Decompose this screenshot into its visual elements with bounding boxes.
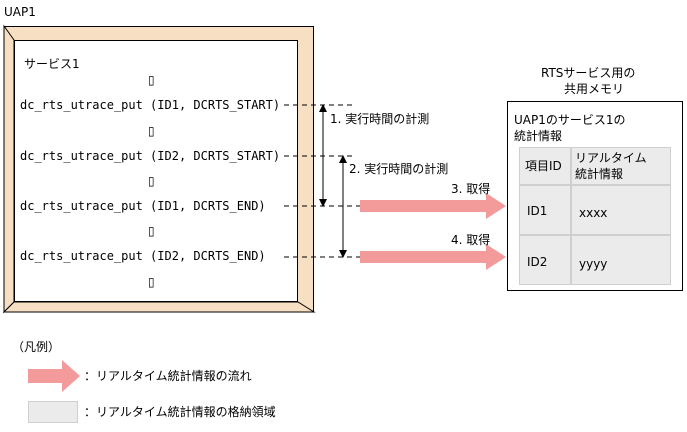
placeholder-glyph: ▯ (148, 224, 155, 238)
legend-arrow-icon (28, 360, 80, 392)
row-id: ID2 (527, 255, 548, 269)
header-cell-item (519, 147, 571, 185)
call-2: dc_rts_utrace_put (ID2, DCRTS_START) (20, 149, 281, 163)
memory-title-line2: 統計情報 (514, 129, 563, 143)
step-4-label: 4. 取得 (451, 233, 491, 247)
placeholder-glyph: ▯ (148, 124, 155, 138)
legend-title: （凡例） (12, 340, 61, 354)
row-value: xxxx (579, 206, 608, 220)
legend-box-swatch (28, 401, 78, 423)
memory-caption-line1: RTSサービス用の (541, 66, 636, 80)
step-1-label: 1. 実行時間の計測 (330, 112, 430, 126)
cell-value2 (571, 235, 671, 285)
memory-title-line1: UAP1のサービス1の (514, 113, 626, 127)
placeholder-glyph: ▯ (148, 73, 155, 87)
memory-caption-line2: 共用メモリ (564, 82, 625, 96)
step-2-label: 2. 実行時間の計測 (349, 162, 449, 176)
call-3: dc_rts_utrace_put (ID1, DCRTS_END) (20, 199, 266, 213)
column-header-realtime-line2: 統計情報 (575, 167, 624, 181)
uap-label: UAP1 (4, 5, 36, 19)
row-id: ID1 (527, 204, 548, 218)
call-1: dc_rts_utrace_put (ID1, DCRTS_START) (20, 98, 281, 112)
service-title: サービス1 (24, 57, 80, 71)
header-cell-realtime (571, 147, 671, 185)
flow-arrow-4 (360, 244, 506, 270)
legend-box-label: ：リアルタイム統計情報の格納領域 (84, 405, 276, 419)
placeholder-glyph: ▯ (148, 174, 155, 188)
service-panel (14, 40, 298, 302)
column-header-item: 項目ID (525, 159, 562, 173)
cell-id1 (519, 185, 571, 235)
flow-arrow-3 (360, 193, 506, 219)
step-3-label: 3. 取得 (451, 182, 491, 196)
call-4: dc_rts_utrace_put (ID2, DCRTS_END) (20, 249, 266, 263)
placeholder-glyph: ▯ (148, 275, 155, 289)
cell-value1 (571, 185, 671, 235)
row-value: yyyy (579, 257, 608, 271)
cell-id2 (519, 235, 571, 285)
legend-arrow-label: ：リアルタイム統計情報の流れ (84, 369, 252, 383)
column-header-realtime-line1: リアルタイム (575, 151, 647, 165)
